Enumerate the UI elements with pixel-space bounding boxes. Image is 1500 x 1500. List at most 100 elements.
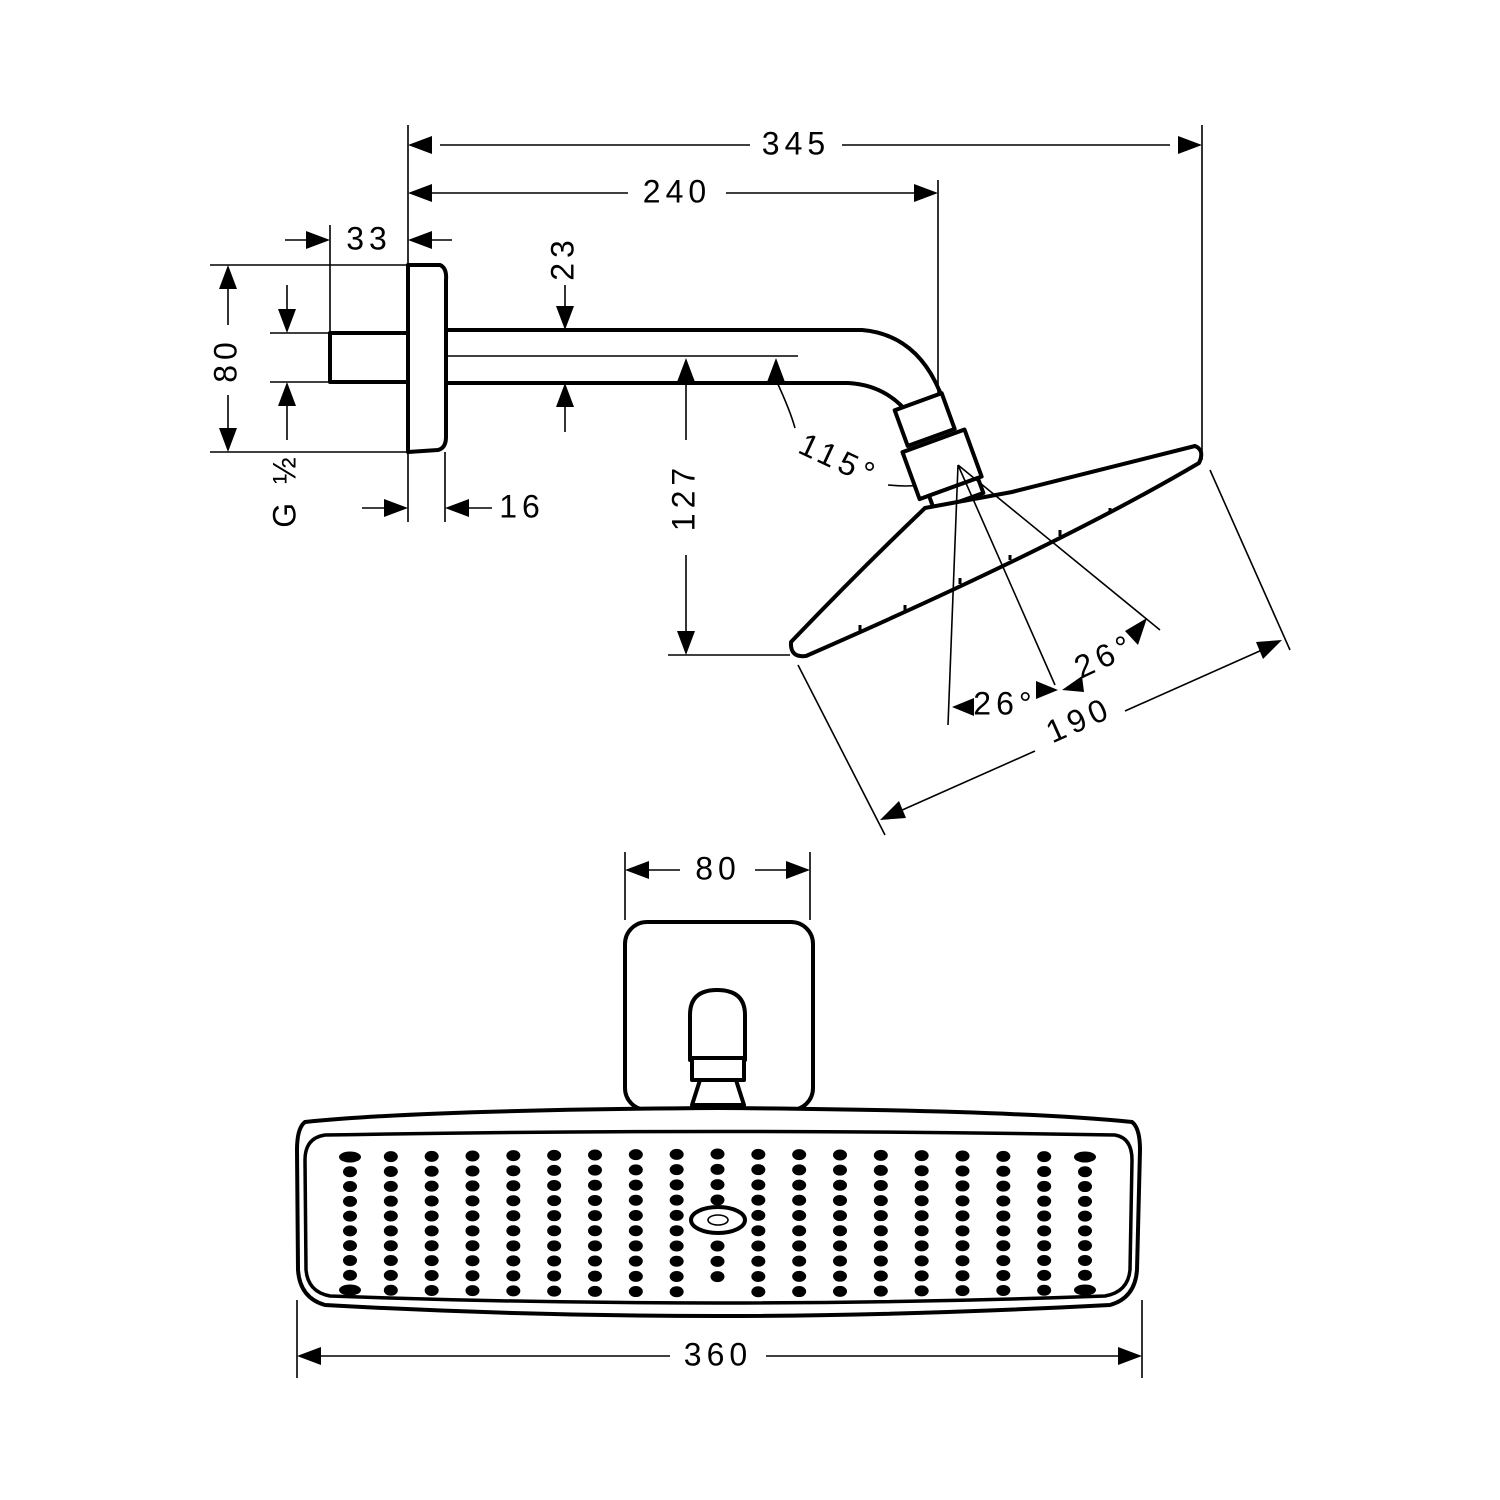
nozzle [506,1150,521,1162]
nozzle [547,1255,562,1267]
nozzle [955,1195,970,1207]
nozzle [955,1165,970,1177]
nozzle [383,1225,398,1237]
nozzle [792,1286,807,1298]
nozzle [547,1149,562,1161]
nozzle [465,1165,480,1177]
nozzle [669,1209,684,1221]
nozzle [996,1210,1011,1222]
nozzle [506,1255,521,1267]
nozzle [547,1210,562,1222]
nozzle [343,1195,357,1207]
nozzle [955,1285,970,1297]
nozzle [588,1164,602,1176]
nozzle [424,1255,439,1267]
nozzle [914,1225,929,1237]
nozzle [955,1240,970,1252]
nozzle [914,1270,929,1282]
nozzle [792,1164,807,1176]
dimension-connector-length: 33 [285,220,452,256]
nozzle [1078,1269,1092,1281]
dimension-wall-plate-height: 80 [207,265,243,452]
nozzle [506,1240,521,1252]
nozzle [792,1179,807,1191]
nozzle [588,1255,602,1267]
ball-joint [892,391,986,513]
dimension-overall-length: 345 [408,125,1202,161]
nozzle [873,1164,888,1176]
nozzle [996,1284,1011,1296]
nozzle [710,1194,725,1206]
nozzle [873,1210,888,1222]
center-nozzle [689,1205,747,1235]
nozzle [465,1210,480,1222]
nozzle [343,1166,357,1178]
nozzle [1037,1180,1052,1192]
dimension-label: 127 [665,463,701,531]
nozzle [833,1240,847,1252]
dimension-label: 26° [973,685,1036,721]
nozzle [547,1225,562,1237]
nozzle [506,1195,521,1207]
nozzle [1037,1269,1052,1281]
nozzle [833,1285,847,1297]
nozzle [669,1255,684,1267]
nozzle [710,1271,725,1283]
dimension-head-width: 360 [297,1336,1142,1372]
nozzle [506,1270,521,1282]
nozzle [628,1255,643,1267]
nozzle [588,1240,602,1252]
nozzle [506,1285,521,1297]
nozzle [792,1270,807,1282]
nozzle [873,1270,888,1282]
nozzle [751,1179,766,1191]
nozzle [343,1240,357,1252]
nozzle [914,1195,929,1207]
nozzle [506,1210,521,1222]
nozzle [424,1165,439,1177]
nozzle [547,1164,562,1176]
nozzle [873,1180,888,1192]
nozzle [1074,1151,1096,1163]
nozzle [506,1180,521,1192]
nozzle [1037,1151,1052,1163]
nozzle [628,1286,643,1298]
nozzle [547,1195,562,1207]
nozzle [628,1270,643,1282]
nozzle [914,1210,929,1222]
nozzle [955,1255,970,1267]
nozzle [833,1194,847,1206]
nozzle [383,1269,398,1281]
nozzle [792,1255,807,1267]
nozzle [343,1254,357,1266]
nozzle [1037,1166,1052,1178]
nozzle [914,1180,929,1192]
nozzle [669,1179,684,1191]
shower-head-front [295,1106,1142,1318]
nozzle [588,1210,602,1222]
threaded-connector [328,331,410,384]
nozzle [1037,1255,1052,1267]
nozzle [873,1285,888,1297]
nozzle [669,1225,684,1237]
nozzle [873,1225,888,1237]
front-view: 80 360 [295,850,1143,1378]
nozzle [914,1285,929,1297]
nozzle [383,1195,398,1207]
nozzle [792,1149,807,1161]
side-view: 345 240 33 23 80 [207,125,1291,836]
nozzle [588,1179,602,1191]
dimension-label: 23 [544,235,580,281]
nozzle [833,1210,847,1222]
nozzle [1078,1181,1092,1193]
nozzle [547,1180,562,1192]
nozzle [833,1149,847,1161]
nozzle [751,1240,766,1252]
nozzle [1037,1225,1052,1237]
nozzle [339,1284,361,1296]
shower-arm [446,328,945,420]
nozzle [424,1270,439,1282]
nozzle [751,1209,766,1221]
nozzle [710,1179,725,1191]
